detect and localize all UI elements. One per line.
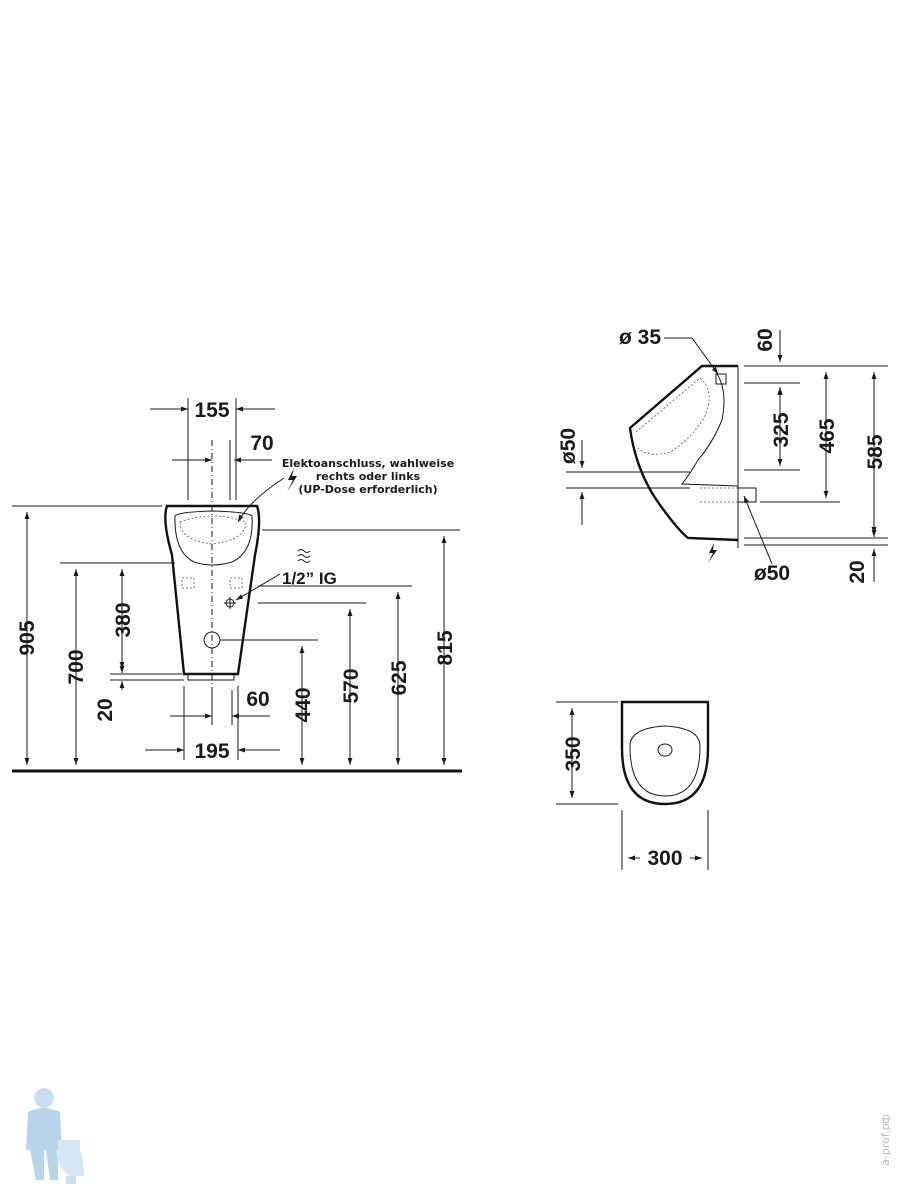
dim-465: 465 <box>760 372 840 503</box>
dim-815: 815 <box>262 529 460 765</box>
dim-625: 625 <box>258 585 412 765</box>
dim-300: 300 <box>621 810 709 870</box>
dim-815-label: 815 <box>434 630 457 665</box>
dim-155-label: 155 <box>194 399 229 422</box>
dim-350: 350 <box>556 701 618 805</box>
dim-155: 155 <box>150 398 275 500</box>
urinal-top-rim <box>629 725 701 797</box>
dim-570: 570 <box>258 602 366 765</box>
urinal-front-body <box>164 504 261 676</box>
electric-note-line3: (UP-Dose erforderlich) <box>298 483 437 496</box>
dim-dia50-bottom: ø50 <box>743 495 790 585</box>
dim-20-label: 20 <box>94 698 117 721</box>
dim-60-side-label: 60 <box>754 328 777 351</box>
top-inlet <box>657 743 673 757</box>
dim-440: 440 <box>220 639 318 765</box>
electric-note-line1: Elektoanschluss, wahlweise <box>282 457 454 470</box>
dim-dia50-top-label: ø50 <box>557 428 580 464</box>
dim-380-label: 380 <box>112 602 135 637</box>
dim-dia35: ø 35 <box>619 326 719 375</box>
dim-570-label: 570 <box>340 668 363 703</box>
dim-20-side-label: 20 <box>846 560 869 583</box>
lightning-icon-side <box>708 543 717 563</box>
urinal-bowl-inner <box>179 515 247 545</box>
dim-325-label: 325 <box>770 412 793 447</box>
dim-60-side: 60 <box>744 328 800 398</box>
dim-700-label: 700 <box>65 649 88 684</box>
outlet-pipe <box>737 487 757 503</box>
electric-note: Elektoanschluss, wahlweise rechts oder l… <box>237 457 454 523</box>
electric-note-line2: rechts oder links <box>316 470 421 483</box>
dim-60: 60 <box>170 688 270 725</box>
urinal-side-bowl <box>635 377 710 455</box>
dim-625-label: 625 <box>388 660 411 695</box>
dim-20: 20 <box>94 662 184 722</box>
urinal-side-body <box>628 364 739 542</box>
site-watermark: a-prof.рф <box>879 1114 892 1166</box>
outlet-pipe-inner <box>700 487 738 503</box>
dim-700: 700 <box>60 562 175 765</box>
water-inlet-label: 1/2” IG <box>282 569 337 588</box>
dim-300-label: 300 <box>647 847 682 870</box>
front-view: 155 70 Elektoanschluss, wahlweise rechts… <box>12 398 462 773</box>
dim-70: 70 <box>172 432 274 463</box>
dim-dia50-top: ø50 <box>557 428 690 525</box>
mounting-marks <box>181 577 243 589</box>
dim-195-label: 195 <box>194 740 229 763</box>
dim-60-label: 60 <box>246 688 269 711</box>
dim-70-label: 70 <box>250 432 273 455</box>
dim-905: 905 <box>12 505 162 765</box>
dim-585: 585 <box>744 365 888 539</box>
urinal-bowl <box>174 510 253 566</box>
urinal-top-outline <box>620 700 710 806</box>
water-inlet-symbol <box>224 597 236 609</box>
dim-325: 325 <box>744 388 800 471</box>
urinal-side-inner <box>680 371 739 487</box>
lightning-icon <box>287 468 297 492</box>
dim-380: 380 <box>110 569 182 675</box>
water-icon <box>297 549 311 563</box>
inlet-fitting <box>715 373 727 385</box>
dim-905-label: 905 <box>16 620 39 655</box>
water-note: 1/2” IG <box>235 549 337 601</box>
dim-dia35-label: ø 35 <box>619 326 661 349</box>
dim-350-label: 350 <box>562 736 585 771</box>
dim-585-label: 585 <box>864 434 887 469</box>
dim-195: 195 <box>145 686 280 763</box>
dim-dia50-bottom-label: ø50 <box>754 562 790 585</box>
top-view: 350 300 <box>556 700 710 870</box>
dim-440-label: 440 <box>292 687 315 722</box>
dim-465-label: 465 <box>816 418 839 453</box>
plumber-mascot-logo <box>26 1088 84 1184</box>
urinal-base <box>187 673 235 681</box>
side-view: ø 35 60 325 465 585 <box>557 326 888 585</box>
dim-20-side: 20 <box>744 530 888 584</box>
